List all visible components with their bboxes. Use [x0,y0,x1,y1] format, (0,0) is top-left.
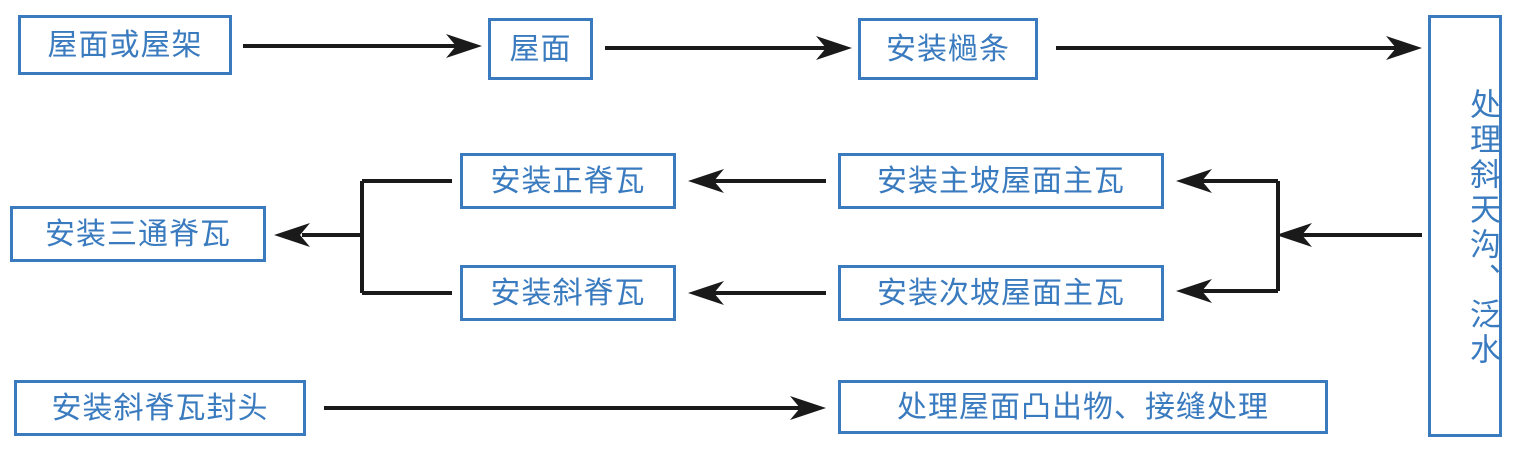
node-install-hip-ridge-end-caps[interactable]: 安装斜脊瓦封头 [14,380,306,436]
node-handle-valley-flashing[interactable]: 处理斜天沟、泛水 [1428,15,1502,437]
node-label: 安装斜脊瓦封头 [51,390,269,426]
edge-roofsurface-to-purlin [605,36,852,60]
node-roof-surface[interactable]: 屋面 [488,18,593,80]
node-label: 安装正脊瓦 [490,163,646,199]
node-label: 屋面或屋架 [47,27,203,63]
node-label: 处理屋面凸出物、接缝处理 [897,389,1269,425]
node-install-main-ridge-tiles[interactable]: 安装正脊瓦 [460,153,676,209]
node-roof-or-truss[interactable]: 屋面或屋架 [18,15,232,75]
node-label: 处理斜天沟、泛水 [1464,88,1500,368]
node-install-hip-ridge-tiles[interactable]: 安装斜脊瓦 [460,265,676,321]
edge-ridges-merge-bracket [274,179,452,295]
edge-purlin-to-valley [1056,36,1422,60]
node-handle-protrusions-joints[interactable]: 处理屋面凸出物、接缝处理 [838,380,1328,434]
node-label: 安装次坡屋面主瓦 [877,275,1125,311]
node-label: 屋面 [509,31,572,67]
node-label: 安装斜脊瓦 [490,275,646,311]
node-install-tee-ridge-tiles[interactable]: 安装三通脊瓦 [10,206,266,262]
node-label: 安装三通脊瓦 [45,216,231,252]
edge-roof-to-roofsurface [243,34,482,58]
node-label: 安装主坡屋面主瓦 [877,163,1125,199]
edge-capend-to-protrusion [324,396,826,420]
node-install-secondary-slope-tiles[interactable]: 安装次坡屋面主瓦 [838,265,1164,321]
edge-secondslope-to-hipridge [688,281,826,305]
node-label: 安装檛条 [886,31,1010,67]
node-install-main-slope-tiles[interactable]: 安装主坡屋面主瓦 [838,153,1164,209]
edge-valley-split-bracket [1176,169,1422,303]
edge-mainslope-to-mainridge [688,169,826,193]
node-install-purlins[interactable]: 安装檛条 [858,18,1038,80]
